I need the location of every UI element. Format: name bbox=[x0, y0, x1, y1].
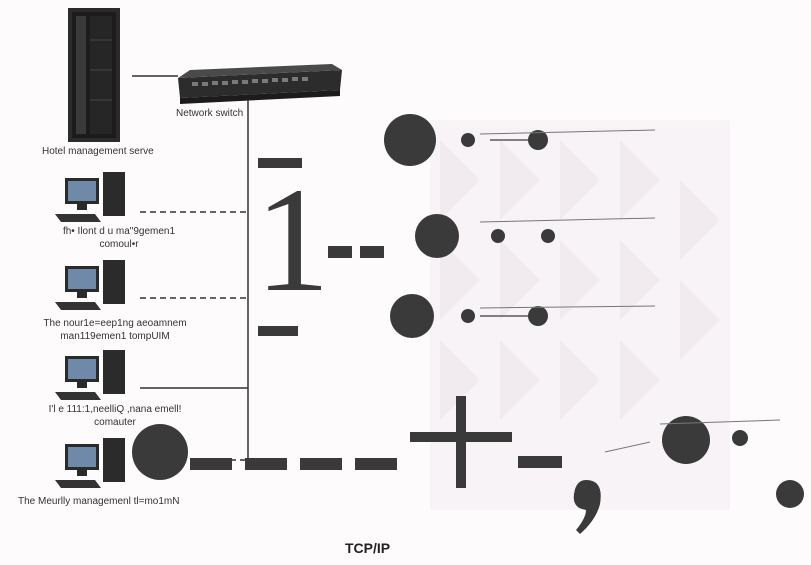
server-label: Hotel management serve bbox=[42, 146, 154, 159]
switch-label: Network switch bbox=[176, 108, 243, 121]
server-rack-icon bbox=[68, 8, 120, 142]
pc1-label-line2: comoul•r bbox=[34, 239, 204, 252]
pc3-label-line1: I'l e 111:1,neelliQ ,nana emell! bbox=[20, 404, 210, 417]
network-switch-icon bbox=[178, 64, 342, 104]
pc2-label-line1: The nour1e=eep1ng aeoamnem bbox=[20, 318, 210, 331]
desktop-computer-icon bbox=[55, 350, 125, 400]
protocol-label: TCP/IP bbox=[345, 540, 390, 558]
pc4-label: The Meurlly managemenl tl=mo1mN bbox=[18, 496, 179, 509]
pc2-label: The nour1e=eep1ng aeoamnem man119emen1 t… bbox=[20, 318, 210, 343]
pc3-label: I'l e 111:1,neelliQ ,nana emell! comaute… bbox=[20, 404, 210, 429]
desktop-computer-icon bbox=[55, 260, 125, 310]
desktop-computer-icon bbox=[55, 172, 125, 222]
pc2-label-line2: man119emen1 tompUIM bbox=[20, 331, 210, 344]
desktop-computer-icon bbox=[55, 438, 125, 488]
pc3-label-line2: comauter bbox=[20, 417, 210, 430]
svg-text:1: 1 bbox=[255, 157, 330, 323]
pc1-label: fh• Ilont d u ma"9gemen1 comoul•r bbox=[34, 226, 204, 251]
pc1-label-line1: fh• Ilont d u ma"9gemen1 bbox=[34, 226, 204, 239]
